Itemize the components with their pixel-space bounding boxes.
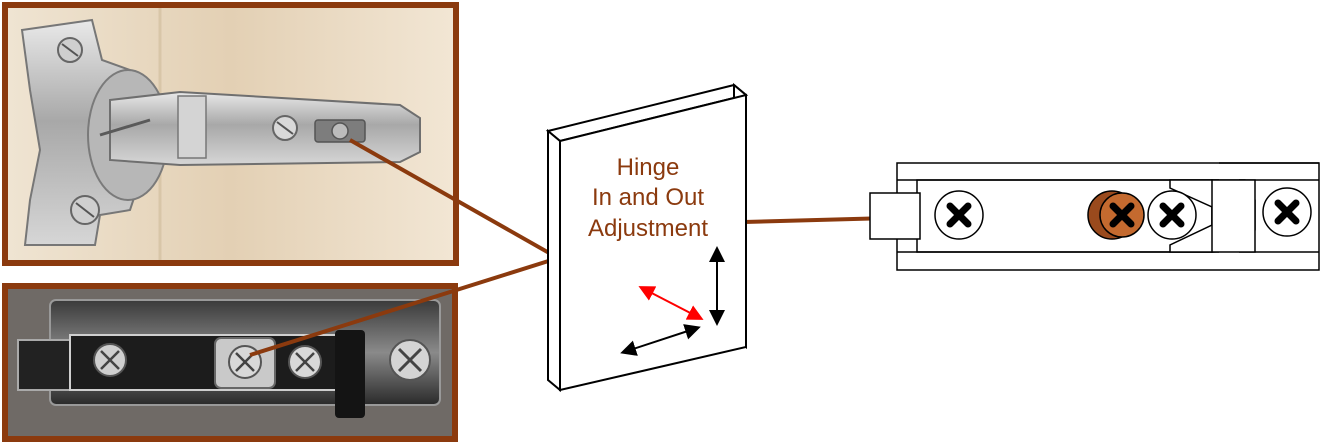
panel-line-2: In and Out: [592, 184, 704, 211]
cross-screw-icon: [1147, 190, 1197, 240]
lateral-arrow: [620, 324, 701, 356]
cross-screw-icon: [1262, 187, 1312, 237]
connector-bottom-photo: [249, 256, 559, 357]
cross-screw-icon: [1087, 190, 1145, 240]
mounting-plate-photo: [2, 283, 458, 442]
panel-line-1: Hinge: [617, 154, 680, 181]
door-panel-3d: Hinge In and Out Adjustment: [545, 82, 749, 393]
cross-screw-icon: [934, 190, 984, 240]
connector-top-photo: [349, 138, 559, 260]
red-in-out-arrow: [638, 286, 704, 320]
panel-line-3: Adjustment: [588, 215, 708, 242]
cabinet-hinge-photo: [2, 2, 459, 266]
